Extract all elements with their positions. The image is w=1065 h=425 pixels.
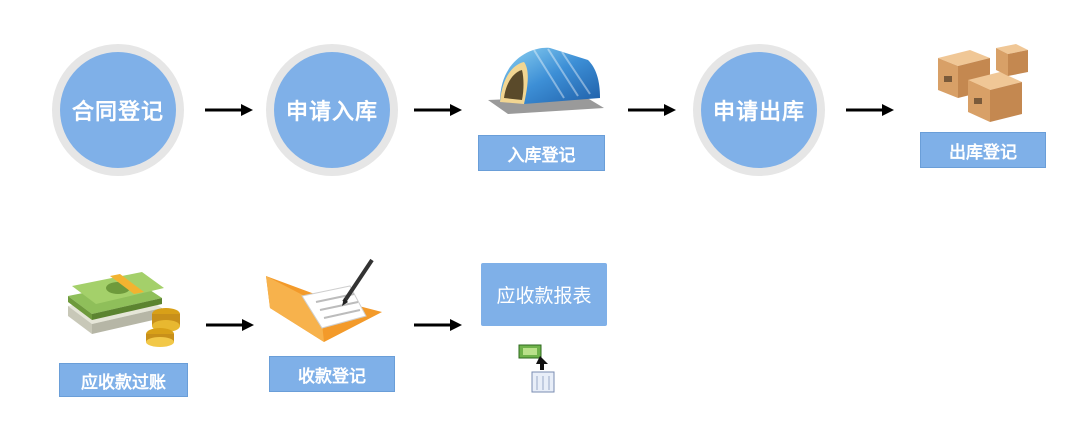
apply-outbound-node[interactable]: 申请出库 — [693, 44, 825, 176]
arrow-right-icon — [205, 104, 253, 116]
arrow-right-icon — [414, 104, 462, 116]
apply-inbound-label: 申请入库 — [274, 52, 390, 168]
folder-pen-icon — [266, 258, 382, 342]
outbound-register-button[interactable]: 出库登记 — [920, 132, 1046, 168]
report-icon — [518, 344, 555, 393]
inbound-register-button[interactable]: 入库登记 — [478, 135, 605, 171]
warehouse-icon — [488, 47, 604, 114]
contract-register-label: 合同登记 — [60, 52, 176, 168]
money-stack-icon — [68, 272, 180, 347]
contract-register-node[interactable]: 合同登记 — [52, 44, 184, 176]
payment-register-button[interactable]: 收款登记 — [269, 356, 395, 392]
receivable-report-button[interactable]: 应收款报表 — [481, 263, 607, 326]
arrow-right-icon — [414, 319, 462, 331]
boxes-icon — [938, 44, 1028, 122]
apply-outbound-label: 申请出库 — [701, 52, 817, 168]
arrow-right-icon — [628, 104, 676, 116]
receivable-posting-button[interactable]: 应收款过账 — [59, 363, 188, 397]
apply-inbound-node[interactable]: 申请入库 — [266, 44, 398, 176]
arrow-right-icon — [206, 319, 254, 331]
arrow-right-icon — [846, 104, 894, 116]
